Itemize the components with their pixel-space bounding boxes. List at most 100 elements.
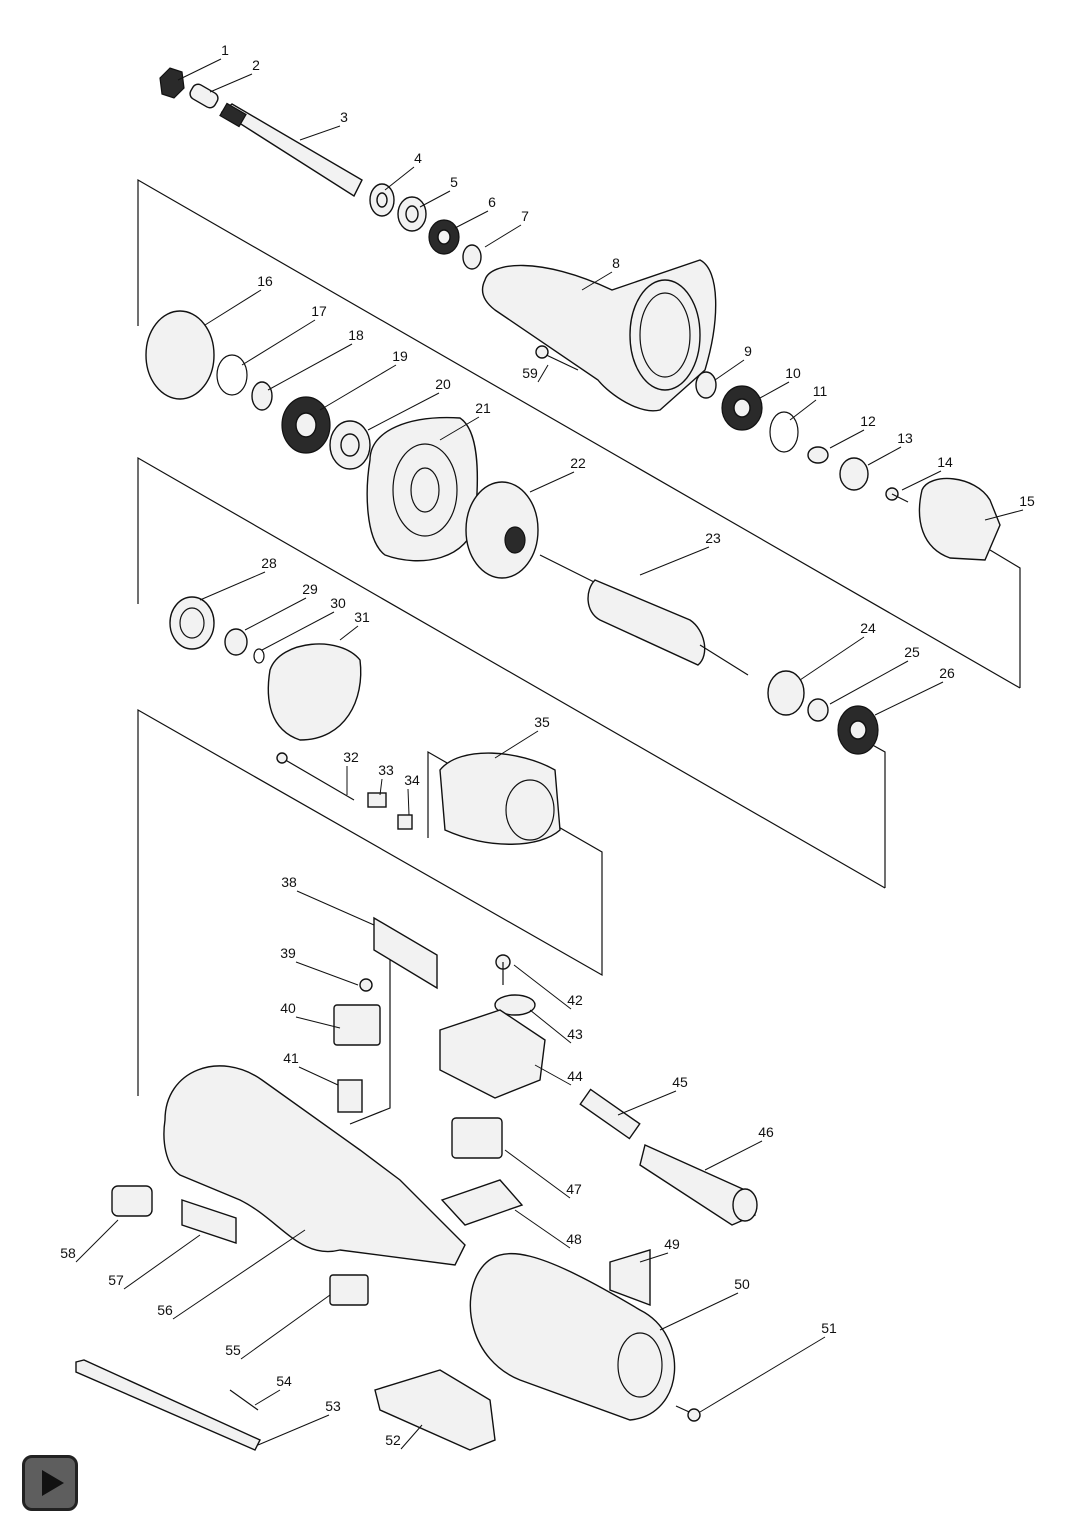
leader-line-10 bbox=[759, 381, 790, 399]
part-39-screw bbox=[359, 978, 373, 992]
part-54-spring bbox=[229, 1389, 259, 1411]
leader-line-20 bbox=[367, 392, 440, 431]
leader-line-41 bbox=[298, 1066, 339, 1086]
part-label-46: 46 bbox=[758, 1124, 774, 1140]
leader-line-4 bbox=[384, 166, 415, 191]
part-label-45: 45 bbox=[672, 1074, 688, 1090]
leader-line-13 bbox=[867, 446, 902, 466]
part-label-26: 26 bbox=[939, 665, 955, 681]
part-7-ring bbox=[462, 244, 482, 270]
leader-line-51 bbox=[699, 1336, 826, 1413]
part-label-17: 17 bbox=[311, 303, 327, 319]
part-50-rear-cover bbox=[469, 1252, 676, 1421]
leader-line-30 bbox=[261, 611, 335, 651]
part-3-spindle bbox=[219, 102, 363, 198]
assembly-frames bbox=[137, 178, 1021, 1125]
part-label-40: 40 bbox=[280, 1000, 296, 1016]
part-label-38: 38 bbox=[281, 874, 297, 890]
part-label-14: 14 bbox=[937, 454, 953, 470]
part-label-10: 10 bbox=[785, 365, 801, 381]
leader-line-12 bbox=[829, 429, 865, 449]
leader-line-54 bbox=[254, 1389, 281, 1406]
part-number-labels: 1234567891011121314151617181920212223242… bbox=[60, 42, 1035, 1450]
leader-line-44 bbox=[534, 1064, 572, 1086]
part-label-52: 52 bbox=[385, 1432, 401, 1448]
part-label-55: 55 bbox=[225, 1342, 241, 1358]
part-label-41: 41 bbox=[283, 1050, 299, 1066]
part-28-bearing bbox=[169, 596, 215, 650]
part-24-bearing bbox=[767, 670, 805, 716]
part-34-clip bbox=[397, 814, 413, 830]
part-58-cap bbox=[111, 1185, 153, 1217]
part-15-end-cap bbox=[918, 477, 1001, 561]
part-16-disc bbox=[145, 310, 215, 400]
part-31-baffle bbox=[267, 643, 362, 741]
part-10-bearing bbox=[721, 385, 763, 431]
leader-line-24 bbox=[799, 636, 865, 681]
leader-line-52 bbox=[400, 1424, 423, 1450]
part-label-39: 39 bbox=[280, 945, 296, 961]
leader-line-25 bbox=[829, 660, 909, 705]
play-button[interactable] bbox=[22, 1455, 78, 1511]
part-label-51: 51 bbox=[821, 1320, 837, 1336]
part-14-screw bbox=[885, 487, 909, 503]
leader-line-39 bbox=[295, 961, 359, 986]
part-8-gear-housing bbox=[481, 259, 717, 412]
part-45-cord bbox=[579, 1088, 641, 1140]
part-48-plate bbox=[440, 1179, 524, 1226]
part-17-ring bbox=[216, 354, 248, 396]
leader-line-2 bbox=[209, 73, 253, 93]
part-label-33: 33 bbox=[378, 762, 394, 778]
part-4-washer bbox=[369, 183, 395, 217]
part-label-47: 47 bbox=[566, 1181, 582, 1197]
leader-line-11 bbox=[789, 399, 817, 421]
part-44-controller bbox=[439, 1009, 546, 1099]
leader-line-47 bbox=[504, 1149, 571, 1199]
leader-line-45 bbox=[617, 1090, 677, 1116]
part-40-brush-holder bbox=[333, 1004, 381, 1046]
leader-line-28 bbox=[199, 571, 266, 601]
part-30-ring bbox=[253, 648, 265, 664]
part-label-5: 5 bbox=[450, 174, 458, 190]
part-49-label bbox=[609, 1249, 651, 1307]
part-label-24: 24 bbox=[860, 620, 876, 636]
leader-line-8 bbox=[581, 271, 613, 291]
leader-line-46 bbox=[704, 1140, 763, 1171]
part-label-20: 20 bbox=[435, 376, 451, 392]
part-47-switch bbox=[451, 1117, 503, 1159]
part-label-48: 48 bbox=[566, 1231, 582, 1247]
part-label-13: 13 bbox=[897, 430, 913, 446]
part-23-armature bbox=[539, 554, 749, 676]
part-label-23: 23 bbox=[705, 530, 721, 546]
part-57-label bbox=[181, 1199, 237, 1244]
leader-line-49 bbox=[639, 1252, 669, 1263]
part-label-30: 30 bbox=[330, 595, 346, 611]
part-46-cord-guard bbox=[639, 1144, 758, 1226]
leader-line-22 bbox=[529, 471, 575, 493]
part-label-25: 25 bbox=[904, 644, 920, 660]
leader-line-40 bbox=[295, 1016, 341, 1029]
part-label-59: 59 bbox=[522, 365, 538, 381]
leader-line-7 bbox=[484, 224, 522, 248]
part-label-53: 53 bbox=[325, 1398, 341, 1414]
leader-line-6 bbox=[454, 210, 489, 229]
part-51-screw bbox=[675, 1405, 701, 1422]
part-9-ring bbox=[695, 371, 717, 399]
part-label-9: 9 bbox=[744, 343, 752, 359]
part-label-32: 32 bbox=[343, 749, 359, 765]
part-label-44: 44 bbox=[567, 1068, 583, 1084]
leader-line-21 bbox=[439, 416, 480, 441]
part-1-nut bbox=[159, 67, 185, 99]
play-icon bbox=[42, 1470, 64, 1496]
part-label-56: 56 bbox=[157, 1302, 173, 1318]
part-12-spring bbox=[807, 446, 829, 464]
leader-line-16 bbox=[204, 289, 262, 326]
part-53-slide-bar bbox=[75, 1359, 261, 1451]
part-label-15: 15 bbox=[1019, 493, 1035, 509]
part-2-collet bbox=[189, 83, 219, 109]
leader-line-33 bbox=[379, 778, 383, 796]
leader-line-26 bbox=[874, 681, 944, 716]
leader-line-31 bbox=[339, 625, 359, 641]
part-29-washer bbox=[224, 628, 248, 656]
part-35-field bbox=[439, 752, 561, 845]
